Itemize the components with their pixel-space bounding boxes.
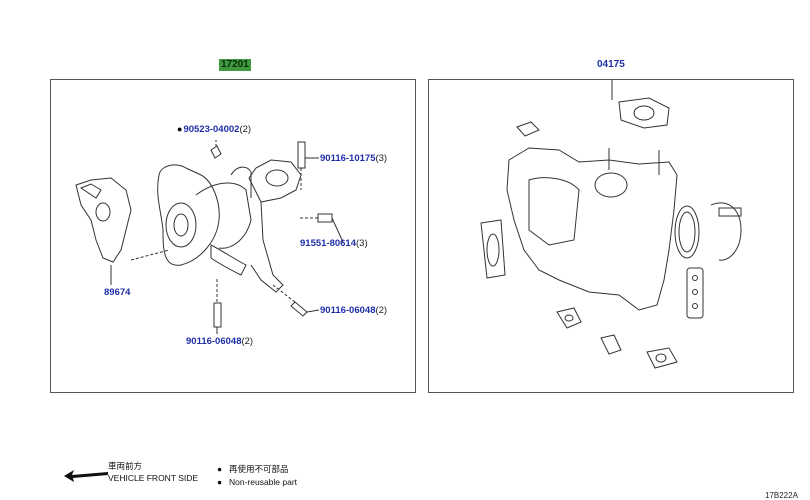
callout-code: 90116-06048: [186, 336, 242, 347]
callout-qty: (3): [356, 238, 368, 249]
callout-90116-06048-bottom[interactable]: 90116-06048(2): [186, 336, 253, 347]
callout-90523-04002[interactable]: ●90523-04002(2): [177, 124, 251, 135]
bullet-dot-icon: ●: [217, 477, 223, 487]
non-reusable-label-en: Non-reusable part: [229, 477, 298, 487]
callout-code: 90523-04002: [183, 124, 240, 135]
callout-qty: (2): [375, 305, 388, 316]
callout-code: 89674: [104, 287, 131, 298]
callout-90116-10175[interactable]: 90116-10175(3): [320, 153, 387, 164]
callout-89674[interactable]: 89674: [104, 287, 130, 298]
left-diagram-panel: [50, 79, 416, 393]
vehicle-front-label-en: VEHICLE FRONT SIDE: [108, 473, 199, 483]
callout-91551-80614[interactable]: 91551-80614(3): [300, 238, 368, 249]
left-arrow-icon: [64, 470, 108, 482]
callout-qty: (2): [239, 124, 252, 135]
non-reusable-label-jp: 再使用不可部品: [229, 464, 289, 474]
part-number-17201[interactable]: 17201: [219, 59, 251, 71]
callout-code: 91551-80614: [300, 238, 356, 249]
callout-code: 90116-10175: [320, 153, 376, 164]
callout-qty: (2): [241, 336, 254, 347]
right-diagram-panel: [428, 79, 794, 393]
non-reusable-bullet-icon: ●: [177, 124, 183, 134]
vehicle-front-label-jp: 車両前方: [108, 461, 143, 471]
part-number-04175[interactable]: 04175: [597, 59, 625, 70]
gasket-kit-drawing: [480, 80, 742, 369]
drawing-code: 17B222A: [765, 491, 798, 500]
callout-90116-06048-right[interactable]: 90116-06048(2): [320, 305, 387, 316]
callout-qty: (3): [375, 153, 388, 164]
callout-code: 90116-06048: [320, 305, 376, 316]
bullet-dot-icon: ●: [217, 464, 223, 474]
turbocharger-drawing: [75, 140, 344, 334]
